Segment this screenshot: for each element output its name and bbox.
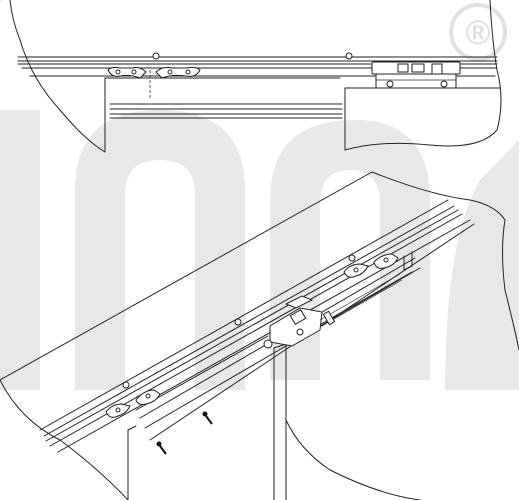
screw-hole-p2 [234,318,242,326]
right-door-break [285,419,421,500]
top-detail-view [9,0,502,153]
stopper-top [371,61,461,89]
clip-left-top [107,66,147,79]
registered-trademark-icon: ® [449,3,507,61]
rail-p1 [39,199,449,431]
clip-p-right-2 [373,253,399,269]
watermark-letter-stroke-1 [0,110,40,390]
track-p1 [144,267,421,429]
rail-p5 [57,219,471,453]
watermark-letter-n [75,110,245,390]
screw-hole-right [345,52,353,60]
slab-top-edge [0,171,373,381]
slab-far-edge [371,171,506,221]
left-door-top [127,425,137,431]
door-end-block [403,251,413,271]
watermark-letter-a [445,140,519,390]
screw-hole-p3 [348,254,356,262]
slab-right-break [502,219,519,351]
break-line-right [344,0,502,151]
screw-hole-p1 [122,381,130,389]
rail-p3 [45,209,459,442]
clip-p-right-1 [343,263,369,278]
break-line-left [9,0,106,153]
registered-mark-glyph: ® [465,14,490,52]
rail-p2 [43,205,455,437]
clip-right-top [155,66,201,79]
clip-p-left-1 [105,403,131,418]
screw-icon [156,441,167,455]
screw-hole-left [152,52,160,60]
clip-p-left-2 [135,389,161,405]
screw-icon [202,411,213,425]
slab-left-break [0,379,129,500]
stopper-perspective [263,273,403,349]
